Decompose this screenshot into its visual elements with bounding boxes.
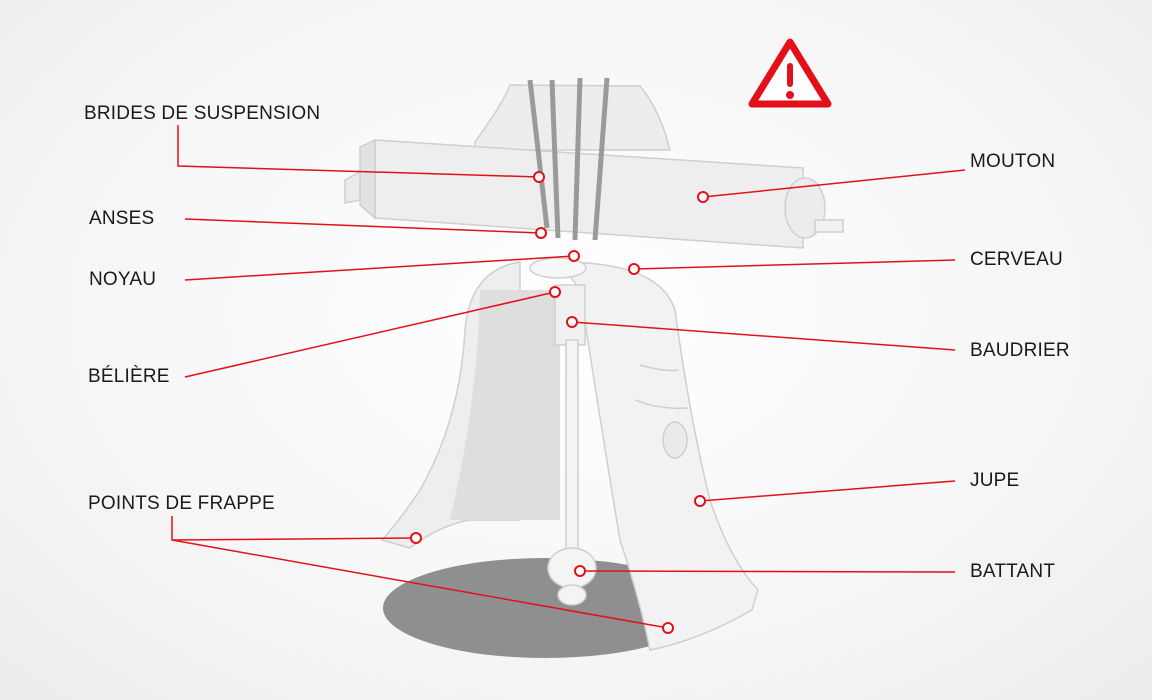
line-anses (184, 218, 542, 234)
line-jupe (699, 480, 956, 502)
leader-lines (171, 125, 966, 629)
label-cerveau: CERVEAU (970, 249, 1063, 270)
suspension-straps (527, 77, 610, 241)
label-jupe: JUPE (970, 470, 1020, 491)
bell-body (380, 257, 759, 651)
line-battant (579, 570, 956, 573)
line-noyau (184, 255, 575, 281)
line-cerveau (633, 259, 956, 270)
yoke (344, 84, 844, 249)
line-brides (177, 125, 540, 178)
line-baudrier (571, 321, 956, 351)
line-beliere (184, 291, 556, 378)
label-brides: BRIDES DE SUSPENSION (84, 103, 321, 124)
bell-shadow (383, 558, 707, 658)
marker-points (410, 171, 709, 634)
label-battant: BATTANT (970, 561, 1056, 582)
label-noyau: NOYAU (89, 269, 157, 290)
line-points (171, 516, 669, 629)
label-baudrier: BAUDRIER (970, 340, 1070, 361)
label-points: POINTS DE FRAPPE (88, 493, 275, 514)
label-mouton: MOUTON (970, 151, 1056, 172)
label-anses: ANSES (89, 208, 155, 229)
line-mouton (702, 169, 966, 198)
label-beliere: BÉLIÈRE (88, 366, 170, 387)
warning-triangle-icon (748, 38, 832, 108)
